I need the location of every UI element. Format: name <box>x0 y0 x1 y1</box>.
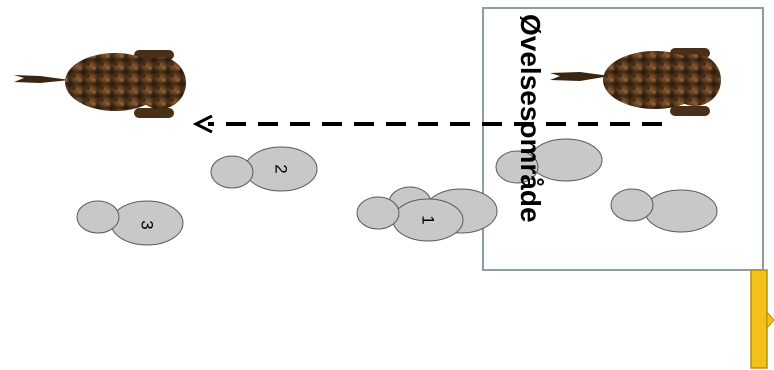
player-label: 2 <box>272 164 291 173</box>
practice-area-label: Øvelsesområde <box>515 14 546 223</box>
practice-area <box>482 7 764 271</box>
player-label: 3 <box>138 220 157 229</box>
player-top-view-icon <box>495 138 603 184</box>
run-direction-arrow <box>192 114 662 134</box>
player-top-view-icon: 3 <box>76 200 184 246</box>
player-top-view-icon: 1 <box>356 196 464 242</box>
bull-top-view-icon <box>550 48 721 116</box>
player-label: 1 <box>419 215 438 224</box>
bull-top-view-icon <box>14 50 186 118</box>
gate-post-icon <box>750 269 774 369</box>
player-top-view-icon: 2 <box>210 146 318 192</box>
player-top-view-icon <box>610 188 718 233</box>
